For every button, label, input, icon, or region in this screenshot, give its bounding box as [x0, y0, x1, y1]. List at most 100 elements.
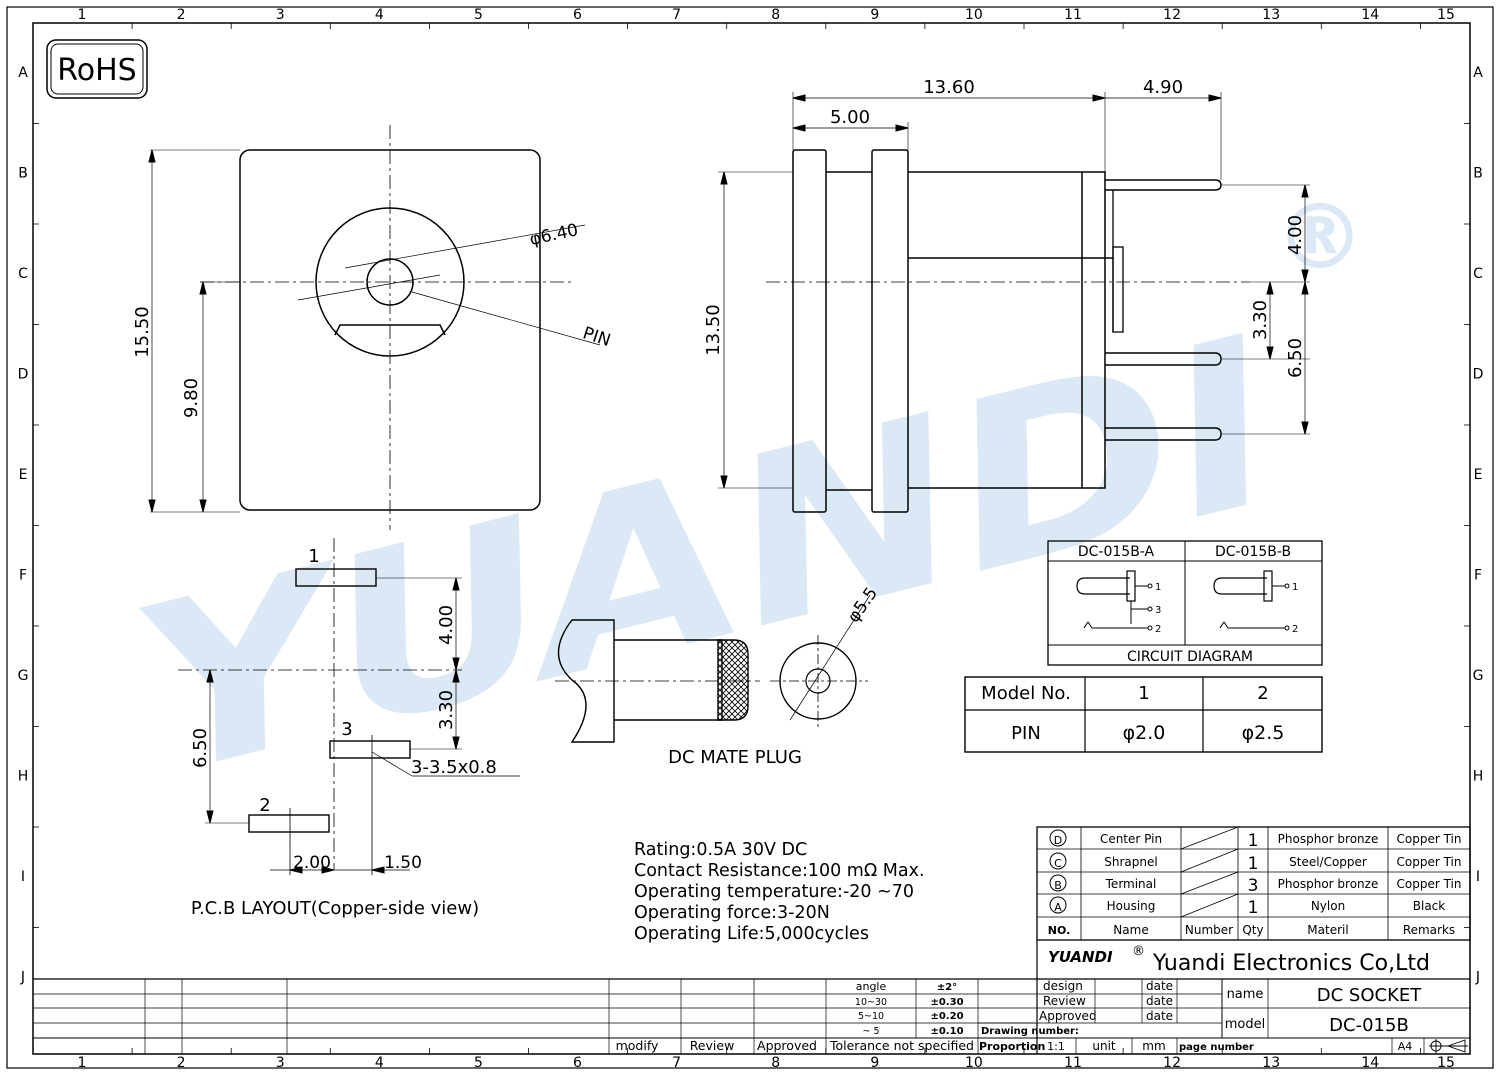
bom-table — [1036, 826, 1471, 941]
tolerance-range: 5~10 — [858, 1011, 884, 1022]
tb-date: date — [1146, 994, 1173, 1008]
front-dia-dim: φ6.40 — [528, 220, 580, 250]
spec-line: Rating:0.5A 30V DC — [634, 840, 807, 860]
tolerance-rows: angle±2°10~30±0.305~10±0.20~ 5±0.10 — [855, 980, 964, 1037]
tb-date: date — [1146, 979, 1173, 993]
bom-name: Shrapnel — [1104, 855, 1157, 869]
tolerance-value: ±2° — [937, 982, 957, 993]
bom-material: Steel/Copper — [1289, 855, 1367, 869]
grid-row-label-left: D — [18, 367, 29, 383]
grid-col-label-top: 12 — [1163, 7, 1181, 23]
tb-date: date — [1146, 1009, 1173, 1023]
grid-col-label-top: 9 — [870, 7, 879, 23]
tb-name-value: DC SOCKET — [1317, 985, 1422, 1006]
specs: Rating:0.5A 30V DC Contact Resistance:10… — [634, 840, 925, 944]
grid-row-label-right: I — [1476, 869, 1480, 885]
side-front-dim: 5.00 — [830, 107, 870, 128]
tb-modify: modify — [616, 1038, 659, 1053]
watermark-mark: ® — [1275, 185, 1365, 290]
tb-unit-value: mm — [1142, 1039, 1165, 1053]
grid-col-label-bottom: 4 — [375, 1055, 384, 1071]
bom-name: Housing — [1107, 899, 1156, 913]
spec-line: Operating Life:5,000cycles — [634, 924, 869, 944]
spec-line: Contact Resistance:100 mΩ Max. — [634, 861, 925, 881]
side-pinlen-dim: 4.90 — [1143, 77, 1183, 98]
grid-col-label-bottom: 8 — [771, 1055, 780, 1071]
bom-head-qty: Qty — [1242, 923, 1263, 937]
grid-col-label-top: 5 — [474, 7, 483, 23]
grid-col-label-top: 13 — [1262, 7, 1280, 23]
tb-design: design — [1043, 979, 1083, 993]
model-row-0: PIN — [1011, 723, 1041, 744]
tb-approved: Approved — [1039, 1009, 1097, 1023]
pcb-caption: P.C.B LAYOUT(Copper-side view) — [191, 898, 479, 919]
grid-col-label-bottom: 3 — [276, 1055, 285, 1071]
circuit-diagram — [1047, 540, 1323, 666]
spec-line: Operating temperature:-20 ~70 — [634, 882, 914, 902]
grid-col-label-top: 2 — [177, 7, 186, 23]
tb-scale: 1:1 — [1047, 1040, 1065, 1053]
pcb-layout — [178, 538, 520, 875]
bom-head-no: NO. — [1048, 924, 1071, 937]
circuit-a-title: DC-015B-A — [1078, 544, 1155, 560]
tb-approved-col: Approved — [757, 1038, 817, 1053]
bom-no: D — [1054, 834, 1062, 847]
grid-col-label-top: 11 — [1064, 7, 1082, 23]
model-head-0: Model No. — [981, 683, 1071, 704]
mate-plug — [555, 594, 871, 743]
bom-material: Nylon — [1311, 899, 1345, 913]
grid-row-label-right: B — [1473, 166, 1483, 182]
bom-qty: 3 — [1248, 876, 1259, 896]
rohs-box — [46, 39, 148, 99]
grid-col-label-bottom: 5 — [474, 1055, 483, 1071]
pcb-pin2: 2 — [259, 795, 270, 816]
model-row-1: φ2.0 — [1123, 722, 1166, 744]
grid-row-label-left: F — [19, 568, 27, 584]
grid-col-label-top: 10 — [965, 7, 983, 23]
model-table — [964, 676, 1323, 753]
grid-col-label-top: 14 — [1361, 7, 1379, 23]
rohs-label: RoHS — [57, 53, 136, 88]
tb-unit: unit — [1092, 1039, 1116, 1053]
circuit-b-title: DC-015B-B — [1215, 544, 1291, 560]
grid-row-label-left: B — [18, 166, 28, 182]
circuit-b-n2: 2 — [1292, 624, 1298, 635]
grid-col-label-top: 1 — [78, 7, 87, 23]
grid-row-label-left: H — [18, 769, 29, 785]
grid-col-label-bottom: 13 — [1262, 1055, 1280, 1071]
plug-caption: DC MATE PLUG — [668, 747, 802, 768]
bom-name: Terminal — [1105, 877, 1157, 891]
grid-col-label-bottom: 6 — [573, 1055, 582, 1071]
tb-tolerance-note: Tolerance not specified — [829, 1038, 974, 1053]
grid-col-label-bottom: 9 — [870, 1055, 879, 1071]
tolerance-value: ±0.10 — [930, 1026, 963, 1037]
grid-row-label-right: A — [1473, 65, 1483, 81]
grid-col-label-top: 7 — [672, 7, 681, 23]
side-view — [718, 92, 1310, 513]
circuit-b-n1: 1 — [1292, 582, 1298, 593]
outer-frame — [6, 6, 1494, 1069]
side-height-dim: 13.50 — [703, 304, 724, 356]
grid-col-label-bottom: 11 — [1064, 1055, 1082, 1071]
pcb-dx1: 2.00 — [293, 853, 331, 873]
grid-col-label-bottom: 15 — [1437, 1055, 1455, 1071]
grid-col-label-bottom: 1 — [78, 1055, 87, 1071]
grid-row-label-left: C — [18, 266, 28, 282]
tolerance-range: angle — [856, 980, 887, 993]
bom-no: B — [1054, 879, 1062, 892]
circuit-a-n3: 3 — [1155, 605, 1161, 616]
tolerance-range: ~ 5 — [862, 1026, 879, 1037]
grid-labels: 1122334455667788991010111112121313141415… — [18, 7, 1484, 1071]
grid-col-label-bottom: 2 — [177, 1055, 186, 1071]
pcb-pin3: 3 — [341, 719, 352, 740]
tolerance-range: 10~30 — [855, 997, 887, 1008]
grid-row-label-right: D — [1473, 367, 1484, 383]
front-pin-label: PIN — [580, 323, 613, 351]
grid-row-label-left: E — [19, 467, 28, 483]
grid-row-label-right: F — [1474, 568, 1482, 584]
tb-proportion: Proportion — [979, 1040, 1045, 1053]
tb-size: A4 — [1398, 1040, 1413, 1053]
pcb-pin1: 1 — [308, 546, 319, 567]
